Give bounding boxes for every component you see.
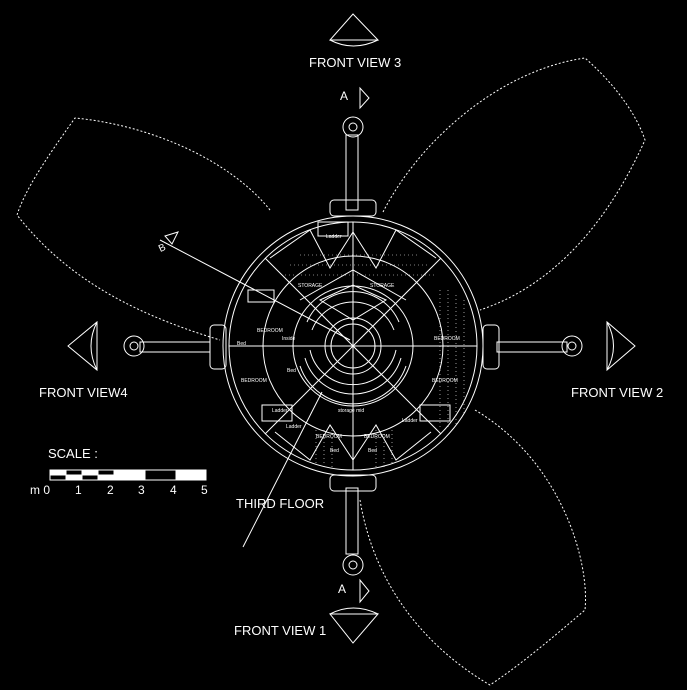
outer-wall <box>222 215 484 477</box>
front-view-3-label: FRONT VIEW 3 <box>309 55 402 70</box>
third-floor-label: THIRD FLOOR <box>236 496 325 511</box>
view-arrow-west <box>67 320 98 372</box>
petal-outlines <box>16 57 646 686</box>
end-circle-east <box>561 335 583 357</box>
room-bedroom-se: BEDROOM <box>432 378 458 384</box>
scale-bar <box>49 469 207 481</box>
floor-dot-fill <box>285 254 465 470</box>
front-view-4-label: FRONT VIEW4 <box>39 385 128 400</box>
scale-tick-2: 2 <box>107 483 114 497</box>
arm-end-circles <box>123 116 583 576</box>
arm-east <box>496 341 568 353</box>
building-plan <box>222 215 484 477</box>
end-circle-north <box>342 116 364 138</box>
scale-tick-0: m 0 <box>30 483 51 497</box>
scale-tick-1: 1 <box>75 483 82 497</box>
connector-west <box>209 324 227 370</box>
scale-tick-3: 3 <box>138 483 145 497</box>
room-bed-1: Bed <box>237 341 246 347</box>
view-arrows <box>67 13 636 644</box>
scale-tick-5: 5 <box>201 483 208 497</box>
third-floor-leader <box>242 391 323 548</box>
petal-north-east <box>382 57 646 311</box>
room-ladder-3: Ladder <box>286 424 302 430</box>
front-view-2-label: FRONT VIEW 2 <box>571 385 664 400</box>
room-storage-right: STORAGE <box>370 283 395 289</box>
room-bedroom-sw: BEDROOM <box>241 378 267 384</box>
scale-title: SCALE : <box>48 446 98 461</box>
section-a-marks <box>359 86 370 604</box>
view-arrow-north <box>328 13 380 47</box>
arm-south <box>345 487 359 555</box>
section-a-bottom-label: A <box>338 582 347 596</box>
view-arrow-south <box>328 607 380 644</box>
room-bedroom-e: BEDROOM <box>434 336 460 342</box>
petal-north-west <box>16 117 271 341</box>
room-ladder-2: Ladder <box>272 408 288 414</box>
room-storage-left: STORAGE <box>298 283 323 289</box>
room-storage-mid: storage mid <box>338 408 364 414</box>
arm-west <box>139 341 211 353</box>
petal-south-east <box>359 409 587 686</box>
scale-tick-4: 4 <box>170 483 177 497</box>
arm-north <box>345 134 359 211</box>
end-circle-west <box>123 335 145 357</box>
room-bed-2: Bed <box>287 368 296 374</box>
connector-south <box>329 474 377 492</box>
room-bed-3: Bed <box>330 448 339 454</box>
room-bedroom-s2: BEDROOM <box>364 434 390 440</box>
room-ladder-4: Ladder <box>402 418 418 424</box>
section-a-top-label: A <box>340 89 349 103</box>
front-view-1-label: FRONT VIEW 1 <box>234 623 327 638</box>
room-bed-4: Bed <box>368 448 377 454</box>
end-circle-south <box>342 554 364 576</box>
view-arrow-east <box>606 320 636 372</box>
scale-tick-labels: m 0 1 2 3 4 5 <box>28 483 218 499</box>
room-bedroom-w: BEDROOM <box>257 328 283 334</box>
room-bedroom-s1: BEDROOM <box>316 434 342 440</box>
room-inside: Inside <box>282 336 296 342</box>
room-ladder-1: Ladder <box>326 234 342 240</box>
connector-north <box>329 199 377 217</box>
